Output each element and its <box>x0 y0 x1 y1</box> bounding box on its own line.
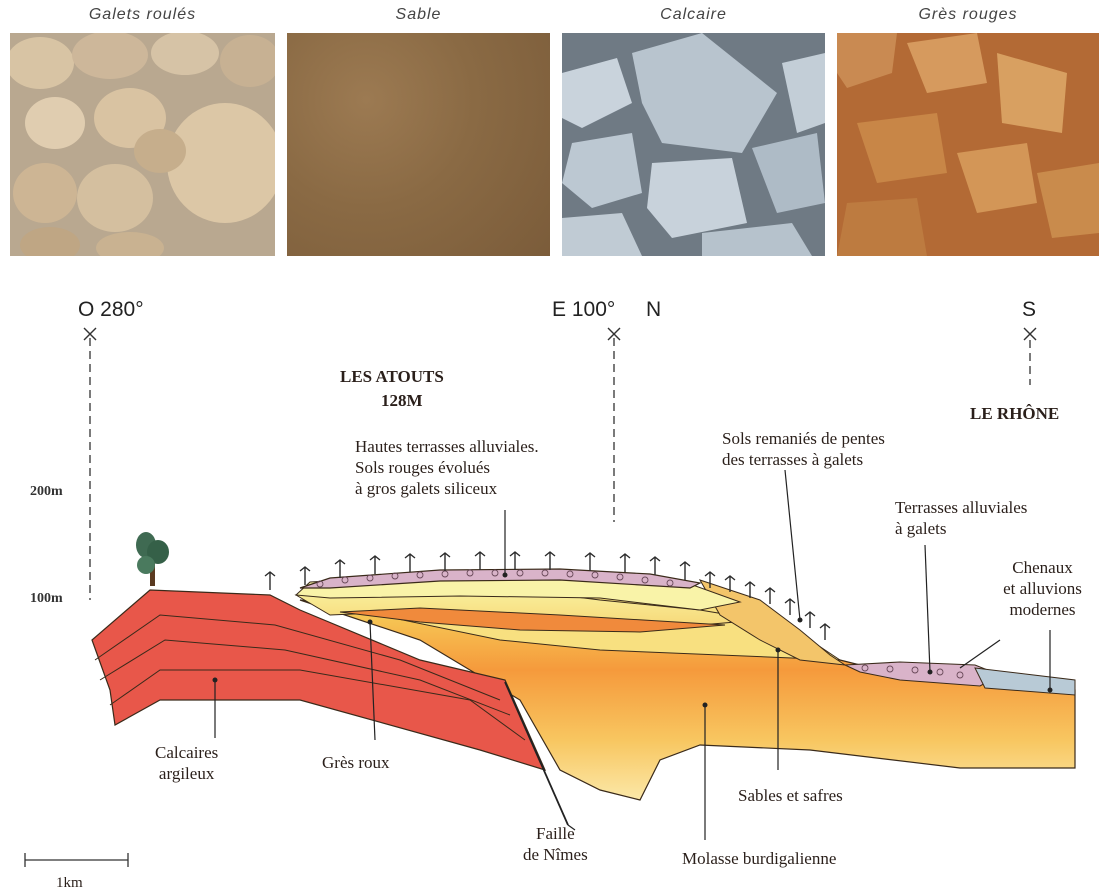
sables-safres-label: Sables et safres <box>738 785 843 806</box>
leader-sols-remanies <box>785 470 800 620</box>
east-bearing-label: E 100° <box>552 298 615 322</box>
west-bearing-label: O 280° <box>78 298 144 322</box>
gres-roux-label: Grès roux <box>322 752 390 773</box>
le-rhone-label: LE RHÔNE <box>970 403 1059 424</box>
calcaires-argileux-label: Calcaires argileux <box>155 742 218 784</box>
molasse-label: Molasse burdigalienne <box>682 848 836 869</box>
les-atouts-label: LES ATOUTS <box>340 366 444 387</box>
terrasses-alluviales-label: Terrasses alluviales à galets <box>895 497 1027 539</box>
altitude-200m: 200m <box>30 484 63 500</box>
tree-icon <box>136 532 169 586</box>
les-atouts-altitude: 128M <box>381 390 423 411</box>
sols-remanies-label: Sols remaniés de pentes des terrasses à … <box>722 428 885 470</box>
chenaux-label: Chenaux et alluvions modernes <box>990 557 1095 620</box>
north-label: N <box>646 298 661 322</box>
south-label: S <box>1022 298 1036 322</box>
hautes-terrasses-label: Hautes terrasses alluviales. Sols rouges… <box>355 436 539 499</box>
faille-de-nimes-label: Faille de Nîmes <box>523 823 588 865</box>
leader-terrasses-galets <box>925 545 930 672</box>
scale-label: 1km <box>56 873 83 894</box>
scale-bar <box>25 853 128 867</box>
south-marker-icon <box>1024 328 1036 340</box>
altitude-100m: 100m <box>30 591 63 607</box>
